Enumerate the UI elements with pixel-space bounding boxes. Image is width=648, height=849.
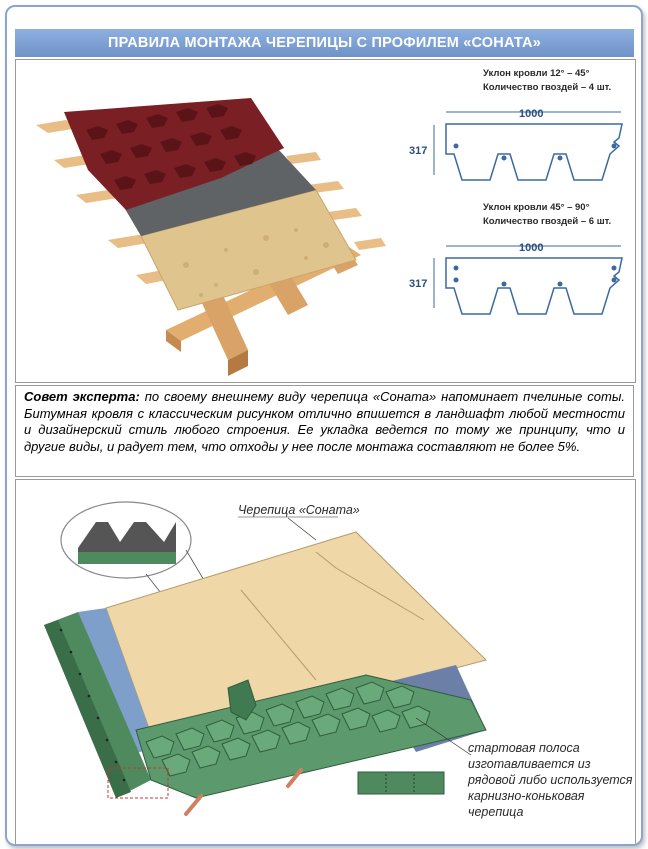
page-title: ПРАВИЛА МОНТАЖА ЧЕРЕПИЦЫ С ПРОФИЛЕМ «СОН… bbox=[15, 29, 634, 57]
svg-text:изготавливается из: изготавливается из bbox=[468, 757, 591, 771]
installation-diagram: Черепица «Соната» bbox=[44, 501, 633, 819]
infographic-frame: ПРАВИЛА МОНТАЖА ЧЕРЕПИЦЫ С ПРОФИЛЕМ «СОН… bbox=[5, 5, 643, 846]
starter-strip-detail bbox=[357, 771, 445, 795]
roof-deck bbox=[105, 531, 487, 749]
eave-nails bbox=[59, 628, 126, 782]
slope-text-2: Уклон кровли 45° – 90° bbox=[483, 202, 590, 213]
installation-panel: Черепица «Соната» bbox=[15, 479, 636, 844]
svg-text:рядовой либо используется: рядовой либо используется bbox=[467, 773, 633, 787]
shingle-profile-diagram-1: Уклон кровли 12° – 45° Количество гвозде… bbox=[409, 68, 623, 181]
expert-tip-text: по своему внешнему виду черепица «Соната… bbox=[24, 389, 626, 454]
drip-edge-strip bbox=[78, 608, 156, 755]
width-label-2: 1000 bbox=[519, 242, 543, 254]
shingle-label: Черепица «Соната» bbox=[238, 503, 360, 517]
slope-text-1: Уклон кровли 12° – 45° bbox=[483, 68, 590, 79]
expert-tip-lead: Совет эксперта: bbox=[24, 389, 140, 404]
width-label-1: 1000 bbox=[519, 108, 543, 120]
shingle-hexagon-pattern bbox=[86, 104, 256, 190]
expert-tip: Совет эксперта: по своему внешнему виду … bbox=[15, 385, 634, 477]
shingle-profile-diagram-2: Уклон кровли 45° – 90° Количество гвозде… bbox=[409, 202, 623, 315]
roof-construction-illustration: Уклон кровли 12° – 45° Количество гвозде… bbox=[36, 68, 623, 376]
magnifier-callout bbox=[60, 501, 262, 677]
underlay-membrane bbox=[108, 136, 316, 236]
svg-text:стартовая полоса: стартовая полоса bbox=[468, 741, 580, 755]
starter-strip-marks bbox=[385, 774, 415, 792]
height-label-1: 317 bbox=[409, 145, 427, 157]
eave-edge bbox=[44, 620, 131, 798]
starter-strip-label: стартовая полоса изготавливается из рядо… bbox=[467, 741, 633, 819]
svg-text:черепица: черепица bbox=[468, 805, 523, 819]
height-label-2: 317 bbox=[409, 278, 427, 290]
roof-construction-panel: Уклон кровли 12° – 45° Количество гвозде… bbox=[15, 59, 636, 383]
svg-text:карнизно-коньковая: карнизно-коньковая bbox=[468, 789, 585, 803]
nails-text-2: Количество гвоздей – 6 шт. bbox=[483, 216, 611, 227]
loose-shingle bbox=[227, 679, 257, 721]
nails-text-1: Количество гвоздей – 4 шт. bbox=[483, 82, 611, 93]
hex-pattern bbox=[145, 681, 431, 777]
osb-texture bbox=[183, 228, 329, 297]
